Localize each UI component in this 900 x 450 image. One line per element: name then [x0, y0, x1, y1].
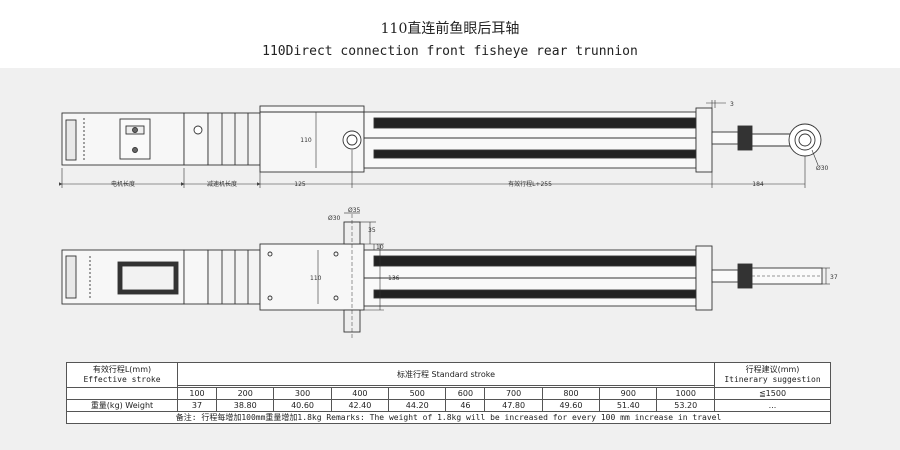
stroke-cell: 900 — [599, 387, 658, 400]
piston-rod — [711, 131, 739, 145]
dim-body-height: 110 — [310, 275, 322, 282]
dim-rear-gap: 3 — [730, 101, 734, 108]
dim-overall-height: 136 — [388, 275, 400, 282]
dim-front: 184 — [752, 181, 764, 188]
title-chinese: 110直连前鱼眼后耳轴 — [380, 21, 520, 37]
title-english: 110Direct connection front fisheye rear … — [262, 44, 638, 59]
weight-cell: 47.80 — [484, 399, 543, 412]
header: 110直连前鱼眼后耳轴 110Direct connection front f… — [0, 0, 900, 68]
dim-trunnion-shaft: Ø35 — [348, 207, 361, 214]
stroke-suggestion: ≦1500 — [714, 387, 831, 400]
weight-cell: 46 — [445, 399, 486, 412]
label-reducer-length: 减速机长度 — [207, 180, 237, 188]
side-view — [61, 212, 830, 340]
dim-35: 35 — [368, 227, 376, 234]
weight-cell: 44.20 — [388, 399, 447, 412]
spec-table: 有效行程L(mm) Effective stroke 标准行程 Standard… — [66, 361, 831, 424]
weight-cell: 37 — [176, 399, 218, 412]
weight-cell: 40.60 — [273, 399, 332, 412]
reducer-flange — [183, 112, 209, 166]
weight-cell: 51.40 — [599, 399, 658, 412]
weight-suggestion: ... — [714, 399, 831, 412]
dim-10: 10 — [376, 244, 384, 251]
fisheye — [788, 123, 822, 157]
dim-trunnion-block: 125 — [294, 181, 306, 188]
weight-cell: 53.20 — [656, 399, 715, 412]
lock-nut — [737, 125, 753, 151]
dim-height: 110 — [300, 137, 312, 144]
stroke-cell: 400 — [330, 387, 390, 400]
weight-cell: 49.60 — [541, 399, 601, 412]
header-itinerary-suggestion: 行程建议(mm) Itinerary suggestion — [714, 362, 831, 388]
stroke-cell: 800 — [541, 387, 601, 400]
stroke-cell: 500 — [388, 387, 447, 400]
remark: 备注: 行程每增加100mm重量增加1.8kg Remarks: The wei… — [66, 411, 831, 424]
stroke-cell: 600 — [445, 387, 486, 400]
stroke-cell: 700 — [484, 387, 543, 400]
reducer-body — [207, 112, 261, 166]
label-effective-stroke: 有效行程L+255 — [508, 180, 552, 188]
drawing-area: 电机长度 减速机长度 125 有效行程L+255 184 110 3 Ø30 — [0, 68, 900, 450]
label-motor-length: 电机长度 — [111, 180, 135, 188]
front-cap — [695, 107, 713, 173]
weight-row: 重量(kg) Weight 37 38.80 40.60 42.40 44.20… — [66, 399, 831, 412]
stroke-row: 100 200 300 400 500 600 700 800 900 1000… — [66, 387, 831, 400]
dim-fisheye-dia: Ø30 — [816, 165, 829, 172]
top-view — [59, 100, 822, 188]
weight-label: 重量(kg) Weight — [66, 399, 178, 412]
stroke-cell: 200 — [216, 387, 275, 400]
weight-cell: 38.80 — [216, 399, 275, 412]
header-standard-stroke: 标准行程 Standard stroke — [177, 361, 715, 387]
remark-row: 备注: 行程每增加100mm重量增加1.8kg Remarks: The wei… — [66, 411, 831, 424]
dim-trunnion-dia: Ø30 — [328, 215, 341, 222]
technical-drawing: 电机长度 减速机长度 125 有效行程L+255 184 110 3 Ø30 — [59, 100, 838, 340]
stroke-cell: 1000 — [656, 387, 715, 400]
stroke-cell: 100 — [176, 387, 218, 400]
trunnion-block-side — [259, 243, 365, 311]
weight-cell: 42.40 — [330, 399, 390, 412]
dim-fork: 37 — [830, 274, 838, 281]
header-effective-stroke: 有效行程L(mm) Effective stroke — [66, 362, 178, 388]
stroke-cell: 300 — [273, 387, 332, 400]
